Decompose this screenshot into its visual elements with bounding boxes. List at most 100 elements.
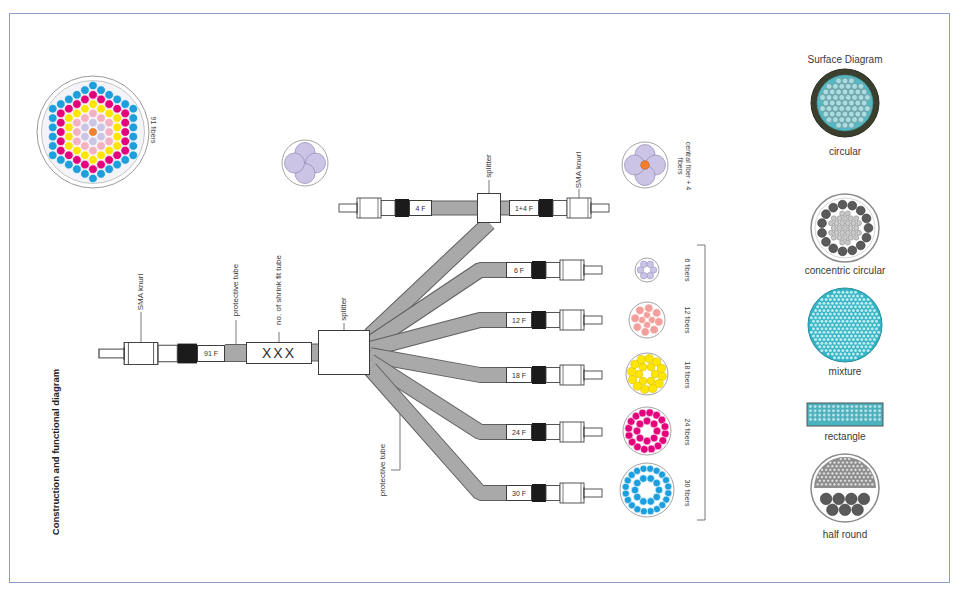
fiber (852, 294, 855, 297)
fiber (844, 331, 847, 334)
fiber (647, 465, 654, 472)
fiber (846, 298, 849, 301)
fiber (64, 123, 73, 132)
fiber (865, 331, 868, 334)
fiber (645, 355, 653, 363)
fiber (837, 342, 840, 345)
fiber (56, 146, 65, 155)
fiber (825, 320, 828, 323)
fiber (643, 417, 651, 425)
fiber (836, 89, 842, 95)
fiber (829, 475, 832, 478)
fiber (869, 472, 872, 475)
fiber (820, 493, 832, 505)
fiber (113, 114, 122, 123)
fiber (639, 409, 647, 417)
fiber (827, 413, 831, 417)
fiber (73, 156, 82, 165)
fiber (841, 291, 844, 294)
fiber (818, 409, 822, 413)
fiber (825, 468, 828, 471)
fiber (843, 235, 848, 240)
frame (10, 14, 950, 583)
fiber (846, 305, 849, 308)
fiber (849, 111, 855, 117)
fiber (858, 313, 861, 316)
fiber (859, 409, 863, 413)
protective-tube (225, 353, 246, 354)
fiber (89, 174, 98, 183)
fiber (875, 320, 878, 323)
fiber (827, 353, 830, 356)
surface-circle (811, 194, 879, 262)
fiber (833, 95, 839, 101)
fiber (854, 235, 859, 240)
fiber (834, 221, 839, 226)
connector-label: 18 F (506, 367, 532, 383)
fiber (73, 165, 82, 174)
fiber (829, 221, 834, 226)
fiber (827, 324, 830, 327)
fiber (820, 468, 823, 471)
fiber (862, 334, 865, 337)
fiber (812, 334, 815, 337)
fiber (843, 479, 846, 482)
fiber (641, 385, 649, 393)
fiber (822, 210, 831, 219)
fiber (665, 483, 672, 490)
fiber (850, 291, 853, 294)
fiber (129, 151, 138, 160)
fiber (846, 342, 849, 345)
fiber (871, 334, 874, 337)
fiber (820, 305, 823, 308)
fiber (841, 409, 845, 413)
fiber (858, 305, 861, 308)
fiber (831, 331, 834, 334)
box-text: 6 F (514, 267, 524, 274)
fiber (831, 324, 834, 327)
fiber (840, 221, 845, 226)
fiber (831, 472, 834, 475)
fiber (285, 153, 305, 173)
fiber (813, 405, 817, 409)
fiber (647, 272, 654, 279)
fiber (56, 109, 65, 118)
fiber (869, 302, 872, 305)
fiber (56, 156, 65, 165)
fiber (73, 90, 82, 99)
fiber (873, 413, 877, 417)
fiber (625, 432, 633, 440)
fiber (848, 324, 851, 327)
fiber (823, 413, 827, 417)
fiber (869, 418, 873, 422)
fiber (97, 86, 106, 95)
fiber (862, 349, 865, 352)
fiber (848, 316, 851, 319)
fiber (841, 475, 844, 478)
fiber (823, 405, 827, 409)
connector-label: 12 F (506, 312, 532, 328)
fiber (645, 304, 653, 312)
fiber (829, 461, 832, 464)
fiber (653, 427, 661, 435)
fiber (831, 479, 834, 482)
fiber (813, 413, 817, 417)
fiber (833, 320, 836, 323)
fiber (829, 468, 832, 471)
splitter-box: splitter (477, 193, 501, 223)
fiber (818, 345, 821, 348)
sma-connector (99, 343, 197, 365)
fiber (845, 106, 851, 112)
shrink-tube-box: XXX (246, 342, 312, 364)
fiber (858, 475, 861, 478)
fiber (852, 106, 858, 112)
fiber (825, 475, 828, 478)
fiber (818, 479, 821, 482)
fiber (844, 338, 847, 341)
fiber (816, 313, 819, 316)
tube-outline (370, 369, 506, 493)
fiber (842, 89, 848, 95)
fiber (113, 160, 122, 169)
tube-outline (370, 320, 506, 349)
fiber (837, 461, 840, 464)
